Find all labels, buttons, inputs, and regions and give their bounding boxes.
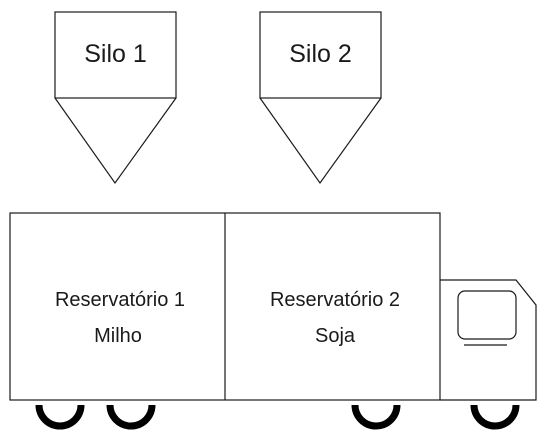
silo-2: Silo 2 xyxy=(259,11,382,185)
wheel-rear-1 xyxy=(35,404,85,430)
silo-2-label: Silo 2 xyxy=(289,40,352,68)
silo-1-body xyxy=(54,11,177,99)
silo-2-hopper xyxy=(259,97,382,185)
reservoir-2-content: Soja xyxy=(315,325,356,347)
reservoir-1-content: Milho xyxy=(94,325,142,347)
silo-1: Silo 1 xyxy=(54,11,177,185)
reservoir-1: Reservatório 1 Milho xyxy=(55,289,185,347)
truck: Reservatório 1 Milho Reservatório 2 Soja xyxy=(9,212,537,430)
wheel-front xyxy=(470,404,520,430)
reservoir-2-name: Reservatório 2 xyxy=(270,289,400,311)
reservoir-1-name: Reservatório 1 xyxy=(55,289,185,311)
wheel-rear-2 xyxy=(106,404,156,430)
reservoir-2: Reservatório 2 Soja xyxy=(270,289,400,347)
silo-1-label: Silo 1 xyxy=(84,40,147,68)
truck-cab xyxy=(440,279,537,401)
silo-1-hopper xyxy=(54,97,177,185)
silo-2-body xyxy=(259,11,382,99)
cab-window xyxy=(457,290,517,340)
wheel-middle xyxy=(351,404,401,430)
